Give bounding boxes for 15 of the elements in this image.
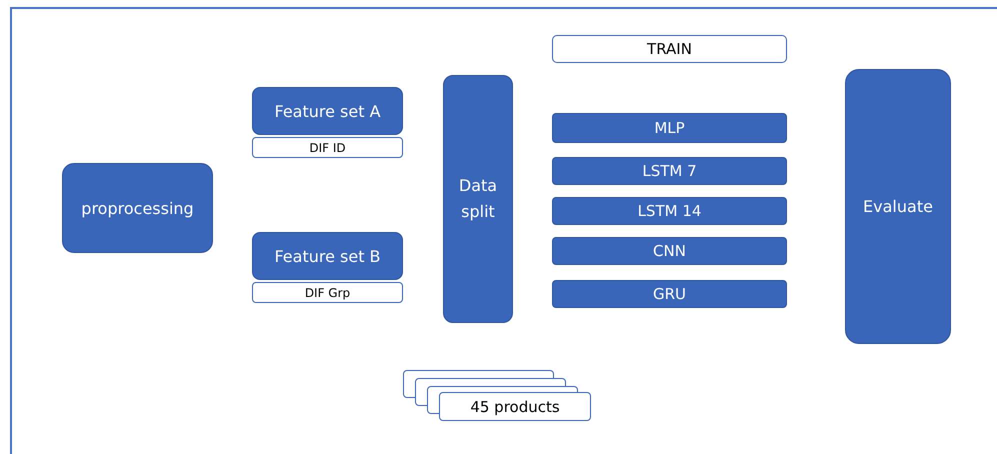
header-box: TRAIN [552,35,787,63]
model-box: GRU [552,280,787,308]
model-box: MLP [552,113,787,143]
tag-box: DIF Grp [252,282,403,303]
model-box: LSTM 7 [552,157,787,185]
card-label: 45 products [439,392,591,421]
model-box: LSTM 14 [552,197,787,225]
process-box: Evaluate [845,69,951,344]
tag-box: DIF ID [252,137,403,158]
process-box: Feature set A [252,87,403,135]
process-box: proprocessing [62,163,213,253]
model-box: CNN [552,237,787,265]
process-box: Data split [443,75,513,323]
process-box: Feature set B [252,232,403,280]
card-stack [403,370,591,421]
